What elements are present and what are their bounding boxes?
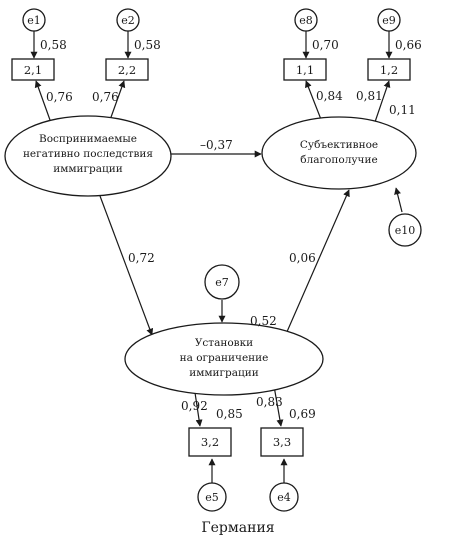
- indicator-2-2: 2,2: [105, 58, 149, 81]
- indicator-1-1: 1,1: [283, 58, 327, 81]
- svg-text:3,2: 3,2: [201, 435, 219, 449]
- coef-e8-i11: 0,70: [312, 38, 339, 52]
- coef-wellbeing-i12: 0,81: [356, 89, 383, 103]
- latent-subjective-wellbeing: Субъективное благополучие: [261, 116, 417, 190]
- svg-text:благополучие: благополучие: [300, 154, 377, 166]
- svg-text:Установки: Установки: [195, 337, 253, 349]
- coef-wellbeing-i11: 0,84: [316, 89, 343, 103]
- svg-text:2,1: 2,1: [24, 63, 42, 77]
- svg-text:e4: e4: [277, 491, 291, 504]
- svg-text:e9: e9: [382, 14, 396, 27]
- coef-perceived-wellbeing: –0,37: [200, 138, 233, 152]
- indicator-1-2: 1,2: [367, 58, 411, 81]
- coef-attitudes-i32: 0,92: [181, 399, 208, 413]
- error-e1: e1: [22, 8, 46, 32]
- diagram-caption: Германия: [201, 520, 274, 536]
- edge-perceived-i21: [34, 80, 51, 121]
- coef-e4-i33: 0,69: [289, 407, 316, 421]
- coef-e9-i12: 0,66: [395, 38, 422, 52]
- edge-wellbeing-i11: [305, 80, 323, 123]
- error-e5: e5: [197, 482, 227, 512]
- coef-e1-i21: 0,58: [40, 38, 67, 52]
- error-e8: e8: [294, 8, 318, 32]
- latent-restriction-attitudes: Установки на ограничение иммиграции: [124, 322, 324, 396]
- coef-attitudes-wellbeing: 0,06: [289, 251, 316, 265]
- svg-text:e10: e10: [395, 224, 416, 237]
- error-e2: e2: [116, 8, 140, 32]
- svg-text:e8: e8: [299, 14, 313, 27]
- coef-attitudes-r2: 0,52: [250, 314, 277, 328]
- indicator-3-3: 3,3: [260, 427, 304, 457]
- svg-text:e1: e1: [27, 14, 41, 27]
- error-e4: e4: [269, 482, 299, 512]
- error-e7: e7: [204, 264, 240, 300]
- coef-perceived-i22: 0,76: [92, 90, 119, 104]
- svg-text:Воспринимаемые: Воспринимаемые: [39, 133, 137, 145]
- coef-attitudes-i33: 0,83: [256, 395, 283, 409]
- coef-e5-i32: 0,85: [216, 407, 243, 421]
- svg-text:1,1: 1,1: [296, 63, 314, 77]
- latent-perceived-consequences: Воспринимаемые негативно последствия имм…: [4, 115, 172, 197]
- svg-text:негативно последствия: негативно последствия: [23, 148, 153, 160]
- svg-text:2,2: 2,2: [118, 63, 136, 77]
- error-e9: e9: [377, 8, 401, 32]
- coef-wellbeing-r2: 0,11: [389, 103, 416, 117]
- coef-perceived-attitudes: 0,72: [128, 251, 155, 265]
- svg-text:e5: e5: [205, 491, 219, 504]
- error-e10: e10: [388, 213, 422, 247]
- coef-perceived-i21: 0,76: [46, 90, 73, 104]
- edge-perceived-i22: [109, 80, 126, 121]
- svg-text:Субъективное: Субъективное: [300, 139, 378, 151]
- edge-wellbeing-i12: [374, 80, 391, 123]
- svg-text:иммиграции: иммиграции: [53, 163, 123, 175]
- svg-text:3,3: 3,3: [273, 435, 291, 449]
- edge-e10-wellbeing: [394, 187, 403, 213]
- svg-text:иммиграции: иммиграции: [189, 367, 259, 379]
- indicator-2-1: 2,1: [11, 58, 55, 81]
- svg-text:на ограничение: на ограничение: [180, 352, 269, 364]
- svg-text:e2: e2: [121, 14, 135, 27]
- svg-text:e7: e7: [215, 276, 229, 289]
- edge-attitudes-i33: [273, 385, 284, 427]
- edge-perceived-attitudes: [99, 195, 154, 336]
- indicator-3-2: 3,2: [188, 427, 232, 457]
- coef-e2-i22: 0,58: [134, 38, 161, 52]
- svg-text:1,2: 1,2: [380, 63, 398, 77]
- edge-attitudes-wellbeing: [285, 189, 350, 335]
